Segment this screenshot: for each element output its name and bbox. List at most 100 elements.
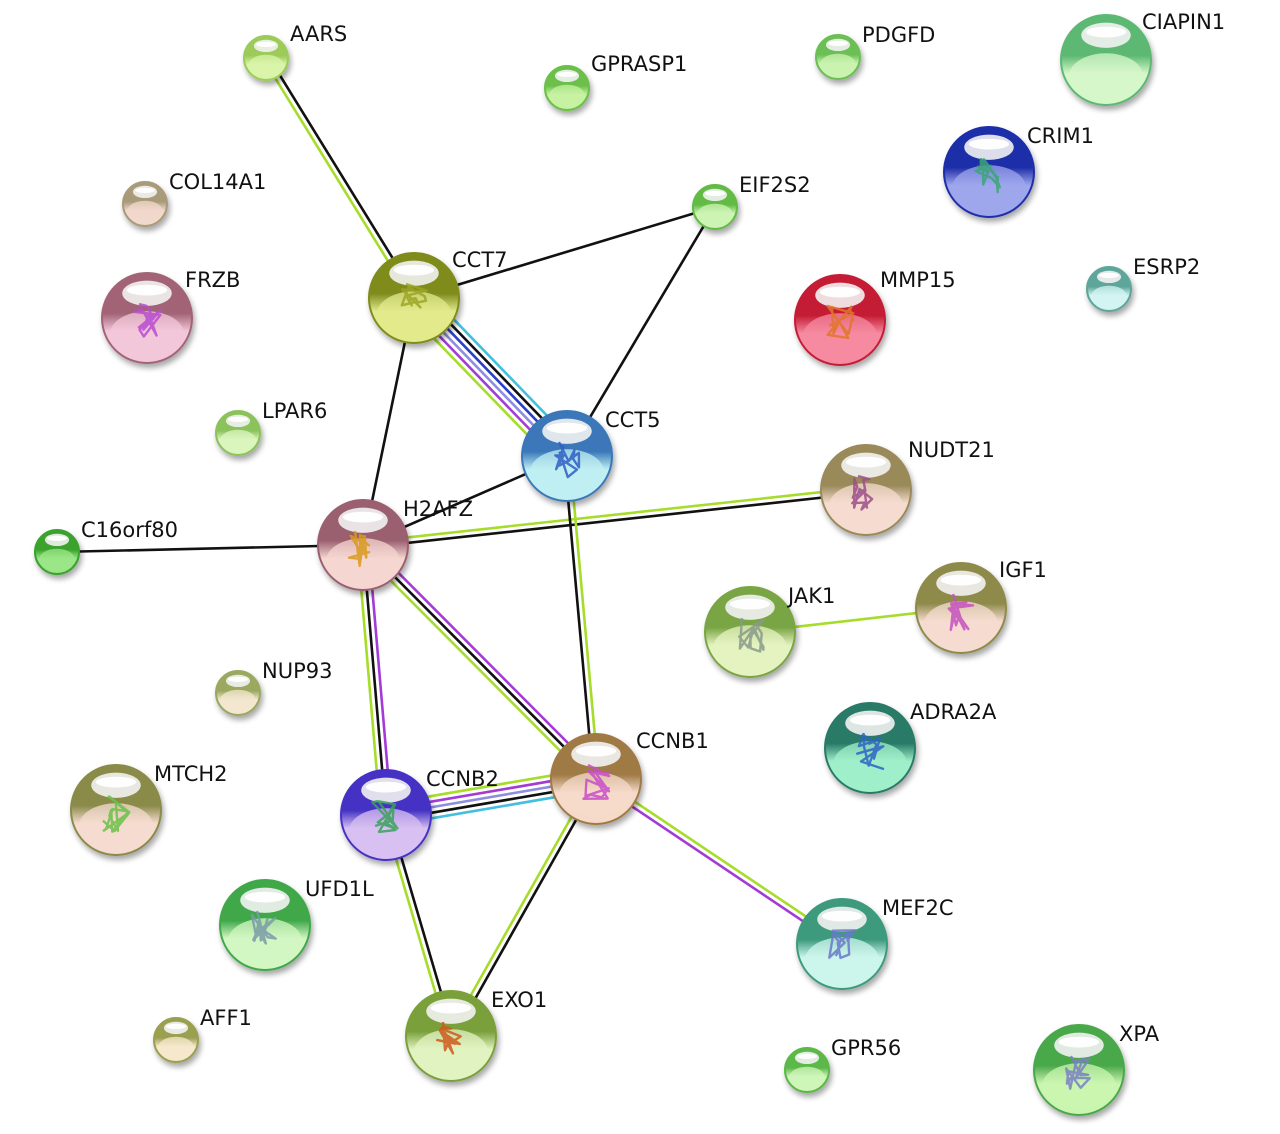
- node-highlight-core: [821, 910, 863, 922]
- node-ccnb2[interactable]: CCNB2: [340, 767, 499, 861]
- node-label: EXO1: [491, 988, 547, 1012]
- node-eif2s2[interactable]: EIF2S2: [692, 173, 811, 230]
- node-label: COL14A1: [169, 170, 266, 194]
- node-aff1[interactable]: AFF1: [153, 1006, 252, 1063]
- node-c16orf80[interactable]: C16orf80: [34, 518, 178, 575]
- protein-structure-icon: [828, 929, 857, 960]
- edge-aars-cct7[interactable]: [262, 55, 418, 301]
- edge-line-coexpression: [363, 491, 867, 550]
- edge-ccnb1-exo1[interactable]: [447, 777, 600, 1038]
- node-label: CCT5: [605, 408, 661, 432]
- protein-structure-icon: [102, 795, 131, 833]
- node-inner-band: [788, 1066, 826, 1089]
- protein-structure-icon: [347, 530, 371, 568]
- protein-structure-icon: [133, 302, 163, 338]
- node-ciapin1[interactable]: CIAPIN1: [1060, 10, 1225, 106]
- node-adra2a[interactable]: ADRA2A: [824, 700, 997, 794]
- node-highlight-core: [166, 1023, 186, 1029]
- node-label: H2AFZ: [403, 497, 473, 521]
- node-inner-band: [696, 203, 734, 226]
- protein-structure-icon: [554, 441, 581, 479]
- node-mmp15[interactable]: MMP15: [794, 268, 956, 366]
- node-jak1[interactable]: JAK1: [704, 584, 835, 678]
- edge-line-textmining: [596, 775, 845, 943]
- protein-structure-icon: [947, 593, 975, 632]
- node-esrp2[interactable]: ESRP2: [1086, 255, 1200, 312]
- node-ccnb1[interactable]: CCNB1: [550, 729, 709, 825]
- node-lpar6[interactable]: LPAR6: [215, 399, 327, 456]
- node-inner-band: [1090, 285, 1128, 308]
- node-highlight-core: [705, 190, 725, 196]
- node-label: AARS: [290, 22, 347, 46]
- edge-ccnb1-mef2c[interactable]: [593, 775, 845, 948]
- node-highlight-core: [968, 138, 1010, 150]
- node-igf1[interactable]: IGF1: [915, 558, 1047, 654]
- node-highlight-core: [1058, 1036, 1100, 1048]
- node-gpr56[interactable]: GPR56: [784, 1036, 901, 1093]
- edge-line-textmining: [447, 777, 595, 1036]
- node-label: XPA: [1119, 1022, 1160, 1046]
- node-exo1[interactable]: EXO1: [405, 988, 547, 1082]
- node-ufd1l[interactable]: UFD1L: [219, 877, 374, 971]
- node-highlight-core: [819, 286, 861, 298]
- node-highlight-core: [342, 511, 384, 523]
- node-label: CIAPIN1: [1142, 10, 1225, 34]
- edge-h2afz-ccnb1[interactable]: [358, 540, 601, 784]
- node-label: CRIM1: [1027, 124, 1094, 148]
- node-frzb[interactable]: FRZB: [101, 268, 240, 364]
- protein-structure-icon: [851, 474, 874, 511]
- node-crim1[interactable]: CRIM1: [943, 124, 1094, 218]
- edge-line-coexpression: [562, 456, 595, 780]
- edge-line-textmining: [362, 485, 866, 544]
- node-nudt21[interactable]: NUDT21: [820, 438, 995, 536]
- node-label: NUDT21: [908, 438, 995, 462]
- node-highlight-core: [47, 535, 67, 541]
- node-label: MMP15: [880, 268, 956, 292]
- edge-h2afz-nudt21[interactable]: [362, 485, 867, 550]
- node-aars[interactable]: AARS: [243, 22, 347, 81]
- protein-structure-icon: [856, 732, 885, 771]
- node-label: AFF1: [200, 1006, 252, 1030]
- node-nup93[interactable]: NUP93: [215, 659, 332, 716]
- node-highlight-core: [845, 456, 887, 468]
- edge-line-coexpression: [267, 55, 418, 298]
- protein-structure-icon: [250, 910, 277, 945]
- node-inner-band: [38, 548, 76, 571]
- node-highlight-core: [1085, 26, 1127, 38]
- node-cct7[interactable]: CCT7: [368, 248, 508, 344]
- node-xpa[interactable]: XPA: [1033, 1022, 1160, 1116]
- edge-cct5-ccnb1[interactable]: [562, 455, 601, 780]
- node-col14a1[interactable]: COL14A1: [122, 170, 266, 227]
- node-pdgfd[interactable]: PDGFD: [815, 23, 935, 80]
- node-h2afz[interactable]: H2AFZ: [317, 497, 473, 591]
- node-label: GPRASP1: [591, 52, 687, 76]
- node-cct5[interactable]: CCT5: [521, 408, 661, 502]
- node-highlight-core: [256, 41, 276, 47]
- node-highlight-core: [828, 40, 848, 46]
- edge-cct7-eif2s2[interactable]: [413, 205, 716, 300]
- node-highlight-core: [228, 676, 248, 682]
- protein-structure-icon: [582, 763, 611, 800]
- node-highlight-core: [228, 416, 248, 422]
- node-highlight-core: [797, 1053, 817, 1059]
- node-highlight-core: [365, 781, 407, 793]
- node-label: MTCH2: [154, 762, 228, 786]
- node-highlight-core: [244, 891, 286, 903]
- node-highlight-core: [849, 714, 891, 726]
- node-label: CCT7: [452, 248, 508, 272]
- node-mtch2[interactable]: MTCH2: [70, 762, 228, 856]
- node-label: JAK1: [786, 584, 835, 608]
- edge-eif2s2-cct5[interactable]: [565, 206, 717, 457]
- protein-structure-icon: [974, 157, 1001, 194]
- node-gprasp1[interactable]: GPRASP1: [544, 52, 687, 111]
- protein-structure-icon: [826, 304, 855, 340]
- edge-line-coexpression: [565, 206, 717, 457]
- edge-c16orf80-h2afz[interactable]: [56, 543, 364, 554]
- node-inner-band: [377, 291, 451, 337]
- protein-structure-icon: [371, 799, 399, 834]
- edge-line-experiments: [593, 780, 842, 948]
- node-mef2c[interactable]: MEF2C: [796, 896, 954, 990]
- protein-structure-icon: [436, 1021, 462, 1055]
- edge-line-coexpression: [452, 779, 600, 1038]
